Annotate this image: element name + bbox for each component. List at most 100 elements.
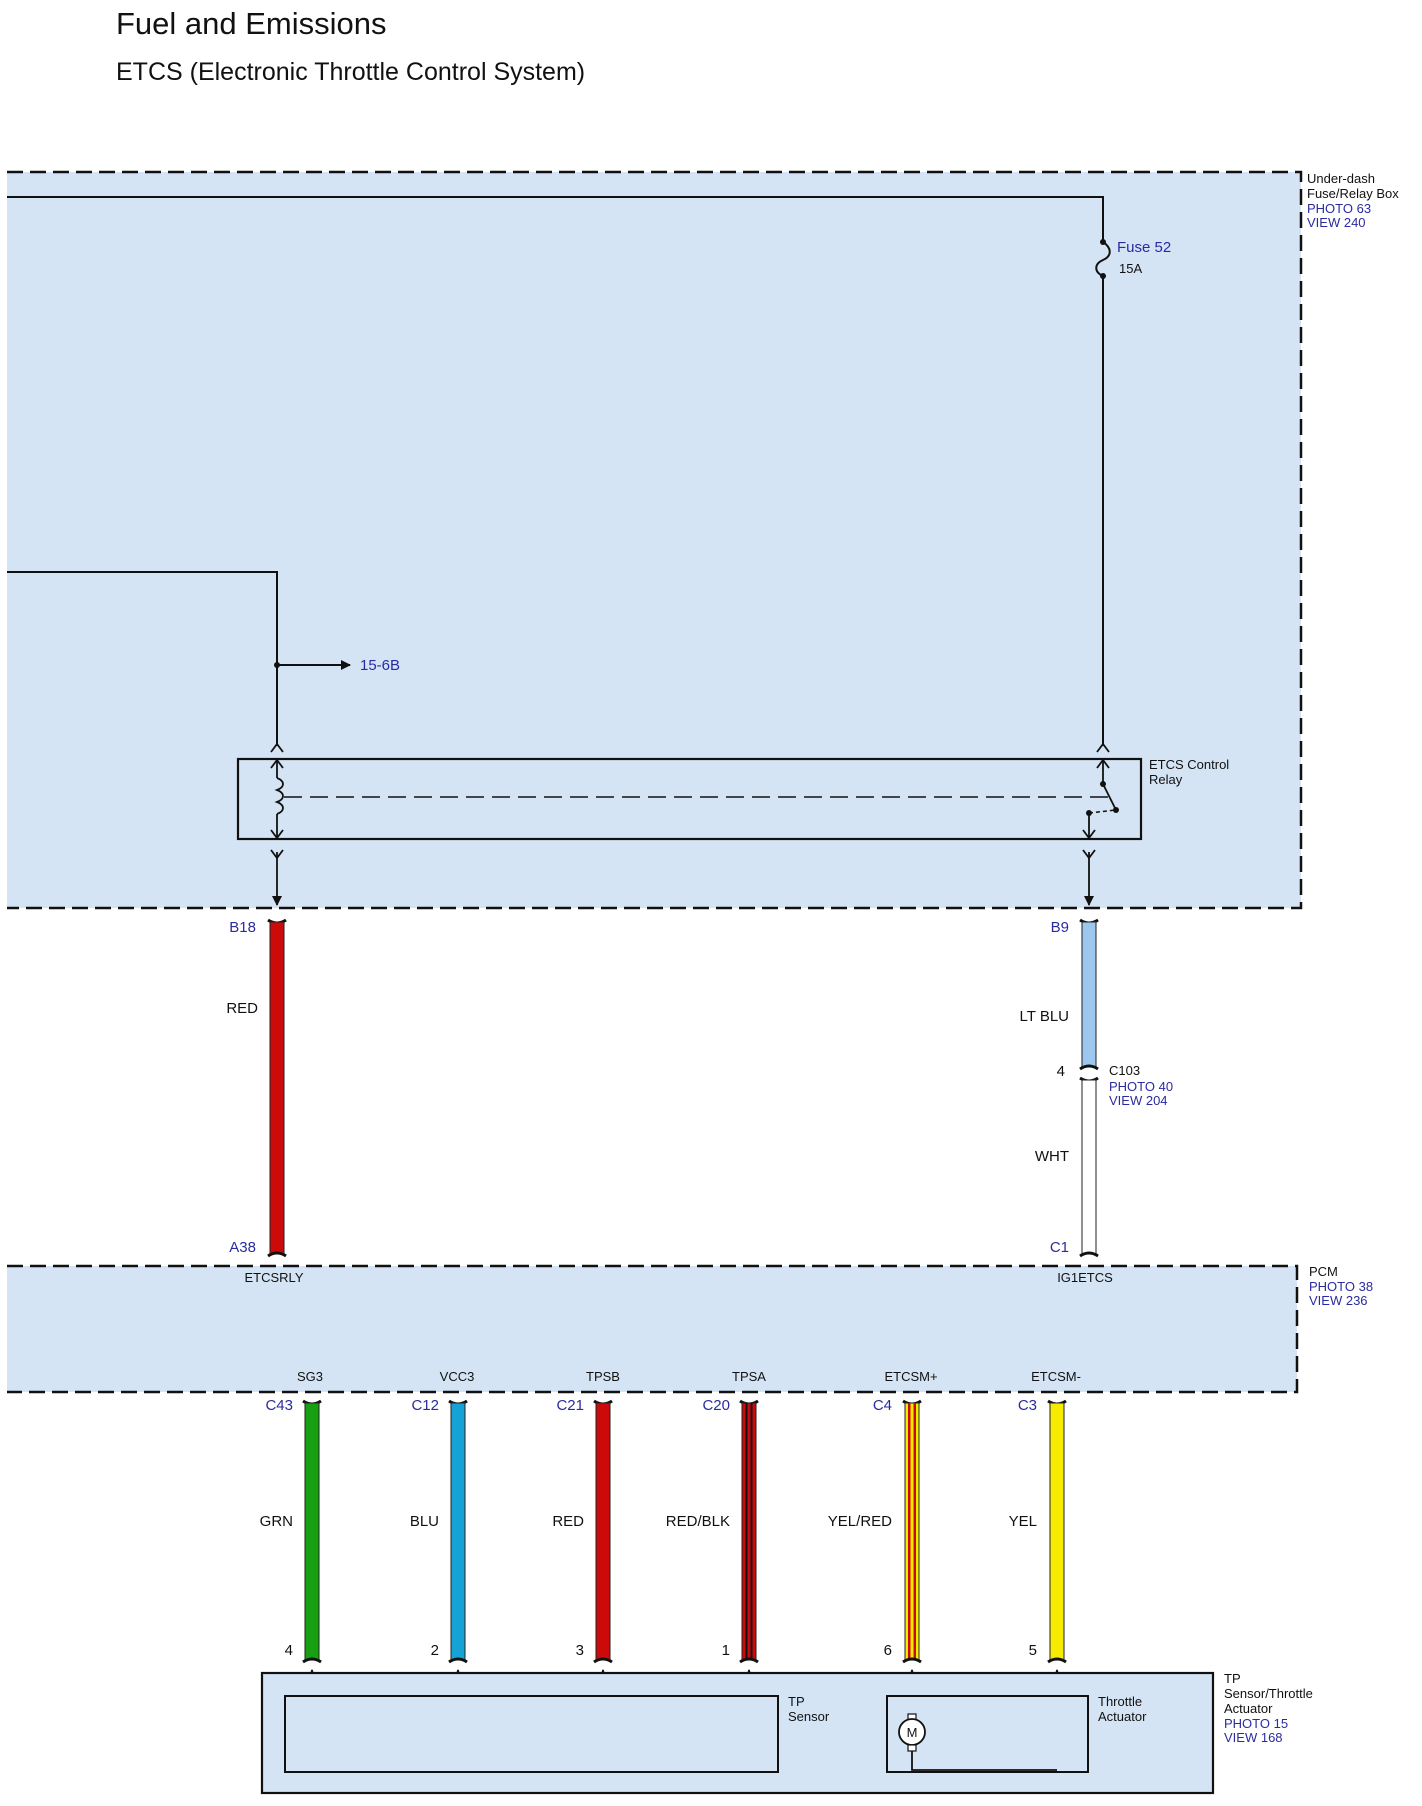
tp-pin-1: 1	[722, 1642, 730, 1659]
tp-pin-4: 4	[285, 1642, 293, 1659]
wire-ig1etcs-wht	[1081, 1079, 1097, 1255]
wire-left-color-label: RED	[226, 1000, 258, 1017]
fuse-box-view-ref[interactable]: VIEW 240	[1307, 215, 1366, 230]
pcm-view-ref[interactable]: VIEW 236	[1309, 1293, 1368, 1308]
wire-vcc3: VCC3 C12 BLU 2	[410, 1369, 475, 1696]
pcm-signal-vcc3: VCC3	[440, 1369, 475, 1384]
pin-c4: C4	[873, 1397, 892, 1414]
wire-sg3: SG3 C43 GRN 4	[260, 1369, 323, 1696]
tp-assembly-name-line3: Actuator	[1224, 1701, 1273, 1716]
wire-etcsm-plus-yel	[904, 1402, 920, 1661]
tp-assembly-view-ref[interactable]: VIEW 168	[1224, 1730, 1283, 1745]
wire-tpsb-red	[595, 1402, 611, 1661]
fuse-box-photo-ref[interactable]: PHOTO 63	[1307, 201, 1371, 216]
tp-pin-2: 2	[431, 1642, 439, 1659]
fuse-name[interactable]: Fuse 52	[1117, 239, 1171, 256]
wire-ig1etcs-ltblu	[1081, 921, 1097, 1068]
wire-tpsb-bottom-cap	[593, 1657, 613, 1664]
pin-b9: B9	[1051, 919, 1069, 936]
throttle-actuator-label-line1: Throttle	[1098, 1694, 1142, 1709]
wire-etcsm-plus: ETCSM+ C4 YEL/RED 6	[828, 1369, 938, 1714]
connector-c103-top	[1079, 1064, 1099, 1071]
motor-return-line	[911, 1751, 1057, 1771]
pin-c21: C21	[556, 1397, 584, 1414]
fuse-rating: 15A	[1119, 261, 1142, 276]
wire-tpsa-black-stripe-2	[750, 1403, 753, 1660]
tp-assembly-name-line1: TP	[1224, 1671, 1241, 1686]
wire-tpsb-color-label: RED	[552, 1513, 584, 1530]
tp-assembly-name-line2: Sensor/Throttle	[1224, 1686, 1313, 1701]
relay-switch-contact-b	[1113, 807, 1119, 813]
wire-tpsb: TPSB C21 RED 3	[552, 1369, 620, 1696]
wire-etcsm-minus: ETCSM- C3 YEL 5	[1009, 1369, 1081, 1770]
wire-right-color-label: LT BLU	[1020, 1008, 1069, 1025]
tp-sensor-label-line1: TP	[788, 1694, 805, 1709]
motor-symbol-label: M	[907, 1725, 918, 1740]
pin-c20: C20	[702, 1397, 730, 1414]
page-title: Fuel and Emissions	[116, 6, 387, 41]
tp-pin-5: 5	[1029, 1642, 1037, 1659]
wire-tpsa-bottom-cap	[739, 1657, 759, 1664]
wire-left-bottom-cap	[267, 1251, 287, 1258]
motor-brush-bottom	[907, 1744, 917, 1752]
wire-vcc3-bottom-cap	[448, 1657, 468, 1664]
wire-etcsm-plus-red-stripe-2	[913, 1403, 916, 1660]
pin-c43: C43	[265, 1397, 293, 1414]
pcm-box	[7, 1266, 1297, 1392]
relay-switch-arrow-top	[1096, 758, 1110, 769]
pin-c1: C1	[1050, 1239, 1069, 1256]
wire-etcsm-plus-color-label: YEL/RED	[828, 1513, 892, 1530]
pin-c12: C12	[411, 1397, 439, 1414]
relay-switch-bridge	[1088, 809, 1117, 814]
fuse-box-name-line1: Under-dash	[1307, 171, 1375, 186]
wire-etcsm-minus-color-label: YEL	[1009, 1513, 1037, 1530]
tp-sensor-box	[284, 1695, 779, 1773]
wire-tpsa: TPSA C20 RED/BLK 1	[666, 1369, 766, 1696]
fuse-52-symbol	[1095, 241, 1111, 277]
pcm-photo-ref[interactable]: PHOTO 38	[1309, 1279, 1373, 1294]
wire-sg3-grn	[304, 1402, 320, 1661]
wire-etcsm-minus-bottom-cap	[1047, 1657, 1067, 1664]
connector-c103-view[interactable]: VIEW 204	[1109, 1093, 1168, 1108]
pcm-signal-sg3: SG3	[297, 1369, 323, 1384]
tp-pin-3: 3	[576, 1642, 584, 1659]
wire-wht-label: WHT	[1035, 1148, 1069, 1165]
pcm-signal-tpsa: TPSA	[732, 1369, 766, 1384]
tp-sensor-label-line2: Sensor	[788, 1709, 830, 1724]
wire-right-bottom-cap	[1079, 1251, 1099, 1258]
pin-b18: B18	[229, 919, 256, 936]
pcm-signal-etcsm-plus: ETCSM+	[884, 1369, 937, 1384]
wire-sg3-bottom-cap	[302, 1657, 322, 1664]
wire-etcsm-plus-bottom-cap	[902, 1657, 922, 1664]
pcm-signal-ig1etcs: IG1ETCS	[1057, 1270, 1113, 1285]
wire-etcsm-minus-yel	[1049, 1402, 1065, 1661]
throttle-actuator-label-line2: Actuator	[1098, 1709, 1147, 1724]
relay-switch-arrow-bottom	[1082, 829, 1096, 840]
ref-arrow-label[interactable]: 15-6B	[360, 657, 400, 674]
power-line-left	[7, 571, 278, 746]
pin-a38: A38	[229, 1239, 256, 1256]
connector-c103-photo[interactable]: PHOTO 40	[1109, 1079, 1173, 1094]
pin-c3: C3	[1018, 1397, 1037, 1414]
fuse-relay-box	[7, 172, 1301, 908]
relay-name-line2: Relay	[1149, 772, 1183, 787]
connector-c103-name[interactable]: C103	[1109, 1063, 1140, 1078]
pcm-signal-etcsm-minus: ETCSM-	[1031, 1369, 1081, 1384]
wire-etcsm-plus-red-stripe-1	[908, 1403, 911, 1660]
pcm-signal-etcsrly: ETCSRLY	[245, 1270, 304, 1285]
connector-c103-pin: 4	[1057, 1063, 1065, 1080]
page-subtitle: ETCS (Electronic Throttle Control System…	[116, 58, 586, 86]
wire-etcsrly-red	[269, 921, 285, 1255]
fuse-relay-box-border	[7, 170, 1303, 910]
power-line-top	[7, 196, 1104, 240]
tp-assembly-photo-ref[interactable]: PHOTO 15	[1224, 1716, 1288, 1731]
relay-left-connector-top	[270, 742, 284, 753]
wire-tpsa-red	[741, 1402, 757, 1661]
wire-tpsa-black-stripe-1	[745, 1403, 748, 1660]
wire-vcc3-blu	[450, 1402, 466, 1661]
fuse-box-name-line2: Fuse/Relay Box	[1307, 186, 1399, 201]
throttle-actuator-box	[886, 1695, 1089, 1773]
relay-name-line1: ETCS Control	[1149, 757, 1229, 772]
pcm-box-border	[7, 1264, 1299, 1394]
